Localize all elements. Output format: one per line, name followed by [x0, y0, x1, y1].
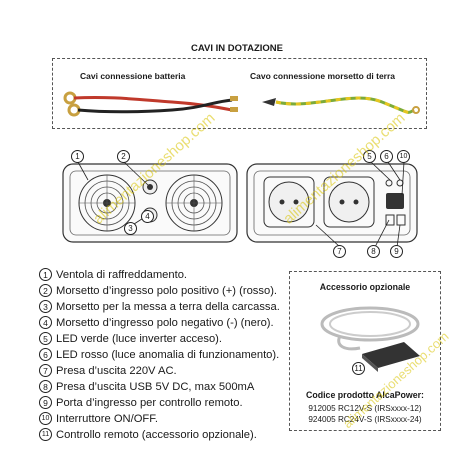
- legend-text: Interruttore ON/OFF.: [56, 412, 158, 425]
- legend-text: Presa d’uscita 220V AC.: [56, 364, 177, 377]
- usb-port: [385, 214, 395, 226]
- callout-4: 4: [141, 210, 154, 223]
- legend-number: 7: [39, 364, 52, 377]
- legend-item-2: 2 Morsetto d’ingresso polo positivo (+) (…: [39, 284, 277, 297]
- product-code-1: 912005 RC12V-S (IRSxxxx-12): [308, 404, 422, 413]
- inverter-rear-panel: [246, 163, 418, 243]
- legend-item-7: 7 Presa d’uscita 220V AC.: [39, 364, 177, 377]
- callout-7: 7: [333, 245, 346, 258]
- code-title: Codice prodotto AlcaPower:: [306, 390, 424, 400]
- cables-box: [52, 58, 427, 129]
- cables-title: CAVI IN DOTAZIONE: [190, 43, 283, 54]
- legend-number: 11: [39, 428, 52, 441]
- battery-cable-label: Cavi connessione batteria: [80, 71, 186, 81]
- legend-item-9: 9 Porta d’ingresso per controllo remoto.: [39, 396, 243, 409]
- legend-item-6: 6 LED rosso (luce anomalia di funzionamen…: [39, 348, 279, 361]
- callout-2: 2: [117, 150, 130, 163]
- callout-9: 9: [390, 245, 403, 258]
- legend-number: 4: [39, 316, 52, 329]
- legend-text: Morsetto d’ingresso polo negativo (-) (n…: [56, 316, 274, 329]
- callout-5: 5: [363, 150, 376, 163]
- legend-number: 1: [39, 268, 52, 281]
- legend-item-1: 1 Ventola di raffreddamento.: [39, 268, 187, 281]
- legend-text: Morsetto per la messa a terra della carc…: [56, 300, 280, 313]
- fan-left: [78, 174, 136, 232]
- ac-outlet-right: [323, 176, 375, 228]
- callout-3: 3: [124, 222, 137, 235]
- legend-item-10: 10 Interruttore ON/OFF.: [39, 412, 158, 425]
- legend-item-11: 11 Controllo remoto (accessorio opzionale…: [39, 428, 257, 441]
- legend-number: 2: [39, 284, 52, 297]
- legend-item-4: 4 Morsetto d’ingresso polo negativo (-) (…: [39, 316, 274, 329]
- ground-cable-label: Cavo connessione morsetto di terra: [250, 71, 396, 81]
- legend-number: 3: [39, 300, 52, 313]
- legend-number: 10: [39, 412, 52, 425]
- callout-8: 8: [367, 245, 380, 258]
- remote-control-image: [320, 306, 420, 372]
- positive-terminal: [142, 179, 158, 195]
- legend-number: 8: [39, 380, 52, 393]
- product-code-2: 924005 RC24V-S (IRSxxxx-24): [308, 415, 422, 424]
- ac-outlet-left: [263, 176, 315, 228]
- legend-item-8: 8 Presa d’uscita USB 5V DC, max 500mA: [39, 380, 254, 393]
- legend-number: 5: [39, 332, 52, 345]
- callout-11: 11: [352, 362, 365, 375]
- legend-number: 9: [39, 396, 52, 409]
- legend-text: LED verde (luce inverter acceso).: [56, 332, 223, 345]
- legend-text: Porta d’ingresso per controllo remoto.: [56, 396, 243, 409]
- legend-text: Morsetto d’ingresso polo positivo (+) (r…: [56, 284, 278, 297]
- legend-text: Presa d’uscita USB 5V DC, max 500mA: [56, 380, 255, 393]
- legend-text: LED rosso (luce anomalia di funzionament…: [56, 348, 280, 361]
- green-led: [385, 179, 393, 187]
- callout-10: 10: [397, 150, 410, 163]
- legend-text: Controllo remoto (accessorio opzionale).: [56, 428, 257, 441]
- legend-text: Ventola di raffreddamento.: [56, 268, 188, 281]
- callout-1: 1: [71, 150, 84, 163]
- on-off-switch: [386, 193, 404, 209]
- accessory-box: [289, 271, 441, 431]
- remote-port: [396, 214, 406, 226]
- fan-right: [165, 174, 223, 232]
- ground-cable-image: [262, 96, 420, 114]
- accessory-title: Accessorio opzionale: [319, 282, 411, 292]
- battery-cables-image: [63, 91, 238, 117]
- legend-item-5: 5 LED verde (luce inverter acceso).: [39, 332, 222, 345]
- cables-illustration: [63, 91, 420, 117]
- legend-number: 6: [39, 348, 52, 361]
- legend-item-3: 3 Morsetto per la messa a terra della car…: [39, 300, 280, 313]
- callout-6: 6: [380, 150, 393, 163]
